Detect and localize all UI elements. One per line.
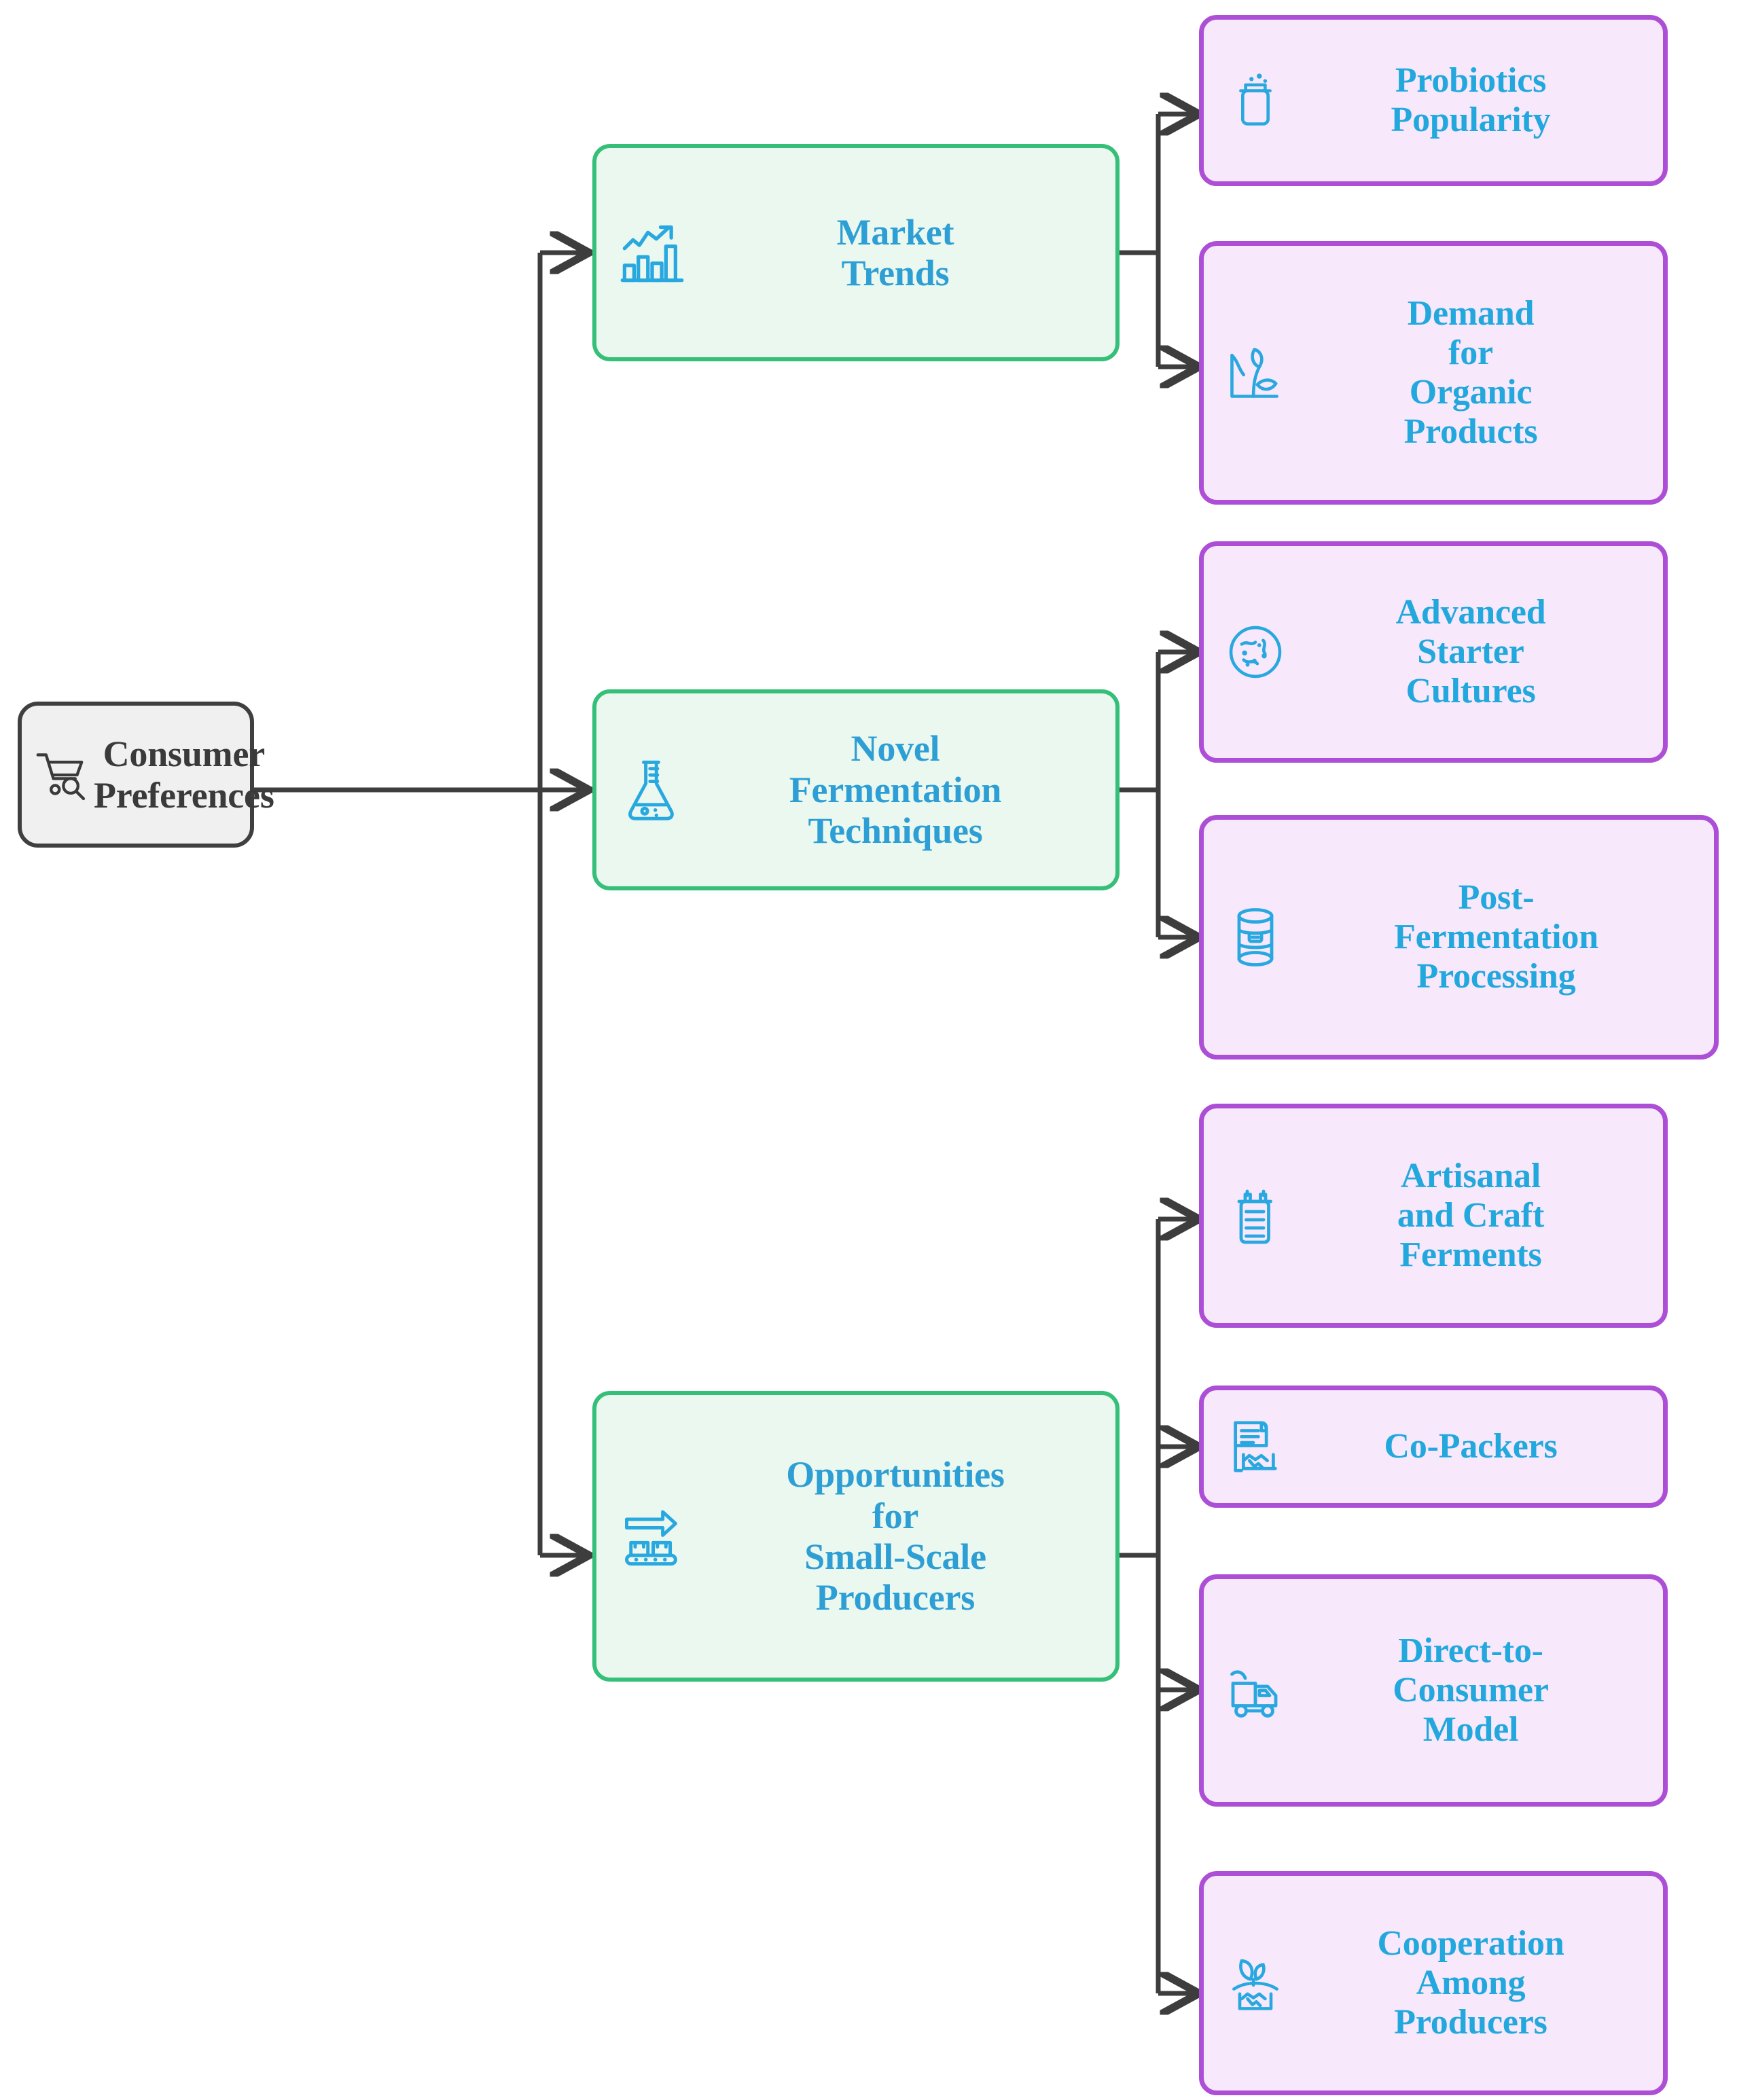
contract-handshake-icon — [1217, 1417, 1293, 1477]
node-leaf-artisanal-craft-ferments[interactable]: Artisanal and Craft Ferments — [1199, 1104, 1668, 1328]
node-branch-market-trends[interactable]: Market Trends — [592, 144, 1120, 361]
node-label: Market Trends — [836, 211, 954, 293]
node-leaf-post-fermentation-processing[interactable]: Post- Fermentation Processing — [1199, 815, 1719, 1060]
node-root-consumer-preferences[interactable]: Consumer Preferences — [18, 702, 274, 848]
node-leaf-co-packers[interactable]: Co-Packers — [1199, 1386, 1668, 1508]
node-leaf-probiotics-popularity[interactable]: Probiotics Popularity — [1199, 15, 1668, 186]
conveyor-belt-arrow-icon — [611, 1502, 693, 1570]
node-branch-opportunities-small-scale-producers[interactable]: Opportunities for Small-Scale Producers — [592, 1391, 1120, 1682]
shopping-cart-search-icon — [31, 746, 94, 804]
node-leaf-advanced-starter-cultures[interactable]: Advanced Starter Cultures — [1199, 541, 1668, 763]
sprout-growth-icon — [1217, 342, 1293, 404]
bar-chart-trend-icon — [611, 219, 693, 287]
node-label: Artisanal and Craft Ferments — [1397, 1156, 1545, 1275]
probiotic-jar-icon — [1217, 69, 1293, 132]
node-leaf-cooperation-among-producers[interactable]: Cooperation Among Producers — [1199, 1871, 1668, 2095]
node-label: Demand for Organic Products — [1403, 293, 1538, 452]
node-branch-novel-fermentation-techniques[interactable]: Novel Fermentation Techniques — [592, 689, 1120, 890]
node-label: Consumer Preferences — [94, 734, 274, 816]
node-label: Post- Fermentation Processing — [1394, 877, 1598, 996]
fermentation-crock-icon — [1217, 1183, 1293, 1248]
fermentation-barrel-icon — [1217, 905, 1293, 970]
delivery-truck-icon — [1217, 1661, 1293, 1720]
handshake-sprout-icon — [1217, 1952, 1293, 2014]
node-label: Probiotics Popularity — [1391, 60, 1551, 139]
node-label: Cooperation Among Producers — [1377, 1923, 1564, 2042]
node-leaf-demand-organic-products[interactable]: Demand for Organic Products — [1199, 241, 1668, 505]
node-label: Direct-to- Consumer Model — [1393, 1631, 1549, 1750]
lab-flask-icon — [611, 756, 693, 824]
node-label: Co-Packers — [1384, 1426, 1558, 1466]
node-leaf-direct-to-consumer-model[interactable]: Direct-to- Consumer Model — [1199, 1574, 1668, 1807]
node-label: Opportunities for Small-Scale Producers — [786, 1454, 1005, 1618]
petri-dish-microbe-icon — [1217, 621, 1293, 683]
node-label: Advanced Starter Cultures — [1395, 592, 1546, 711]
node-label: Novel Fermentation Techniques — [789, 728, 1002, 852]
